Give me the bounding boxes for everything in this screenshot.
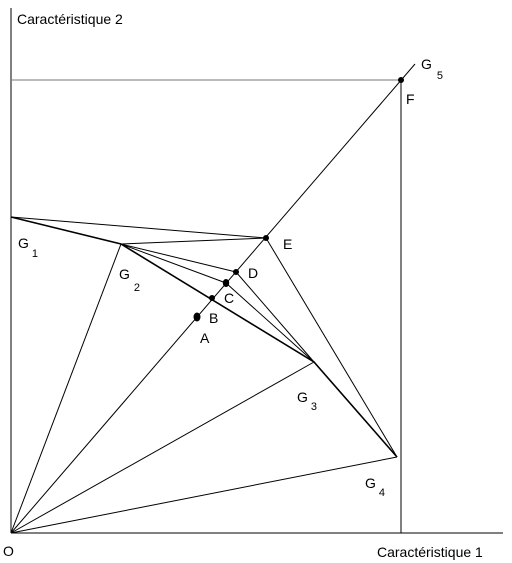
y-axis-label: Caractéristique 2 <box>17 11 123 27</box>
x-axis-label: Caractéristique 1 <box>377 544 483 560</box>
label-f: F <box>406 91 415 107</box>
point-b <box>209 295 215 301</box>
line-d-g3 <box>235 271 315 363</box>
origin-label: O <box>3 543 14 559</box>
ray-o-g2 <box>10 243 122 534</box>
label-g3: G3 <box>297 389 317 413</box>
point-a <box>193 312 201 322</box>
label-g5: G5 <box>421 56 443 82</box>
line-g2-c <box>120 243 227 284</box>
label-g2: G2 <box>119 266 140 294</box>
line-g2-e <box>120 237 267 245</box>
point-f <box>398 77 404 83</box>
label-e: E <box>283 236 292 252</box>
label-a: A <box>200 330 210 346</box>
line-e-g4 <box>265 237 398 458</box>
label-g1: G1 <box>18 235 38 260</box>
label-b: B <box>209 310 218 326</box>
label-d: D <box>248 265 258 281</box>
efficiency-frontier <box>10 216 398 458</box>
ray-o-g3 <box>10 361 315 534</box>
line-c-g3 <box>225 282 315 363</box>
point-c <box>222 279 230 287</box>
line-g2-d <box>120 243 237 273</box>
point-d <box>233 269 239 275</box>
point-e <box>263 235 269 241</box>
label-g4: G4 <box>365 475 385 499</box>
label-c: C <box>224 290 234 306</box>
line-g1-e <box>10 216 267 239</box>
ray-o-g4 <box>10 456 398 534</box>
